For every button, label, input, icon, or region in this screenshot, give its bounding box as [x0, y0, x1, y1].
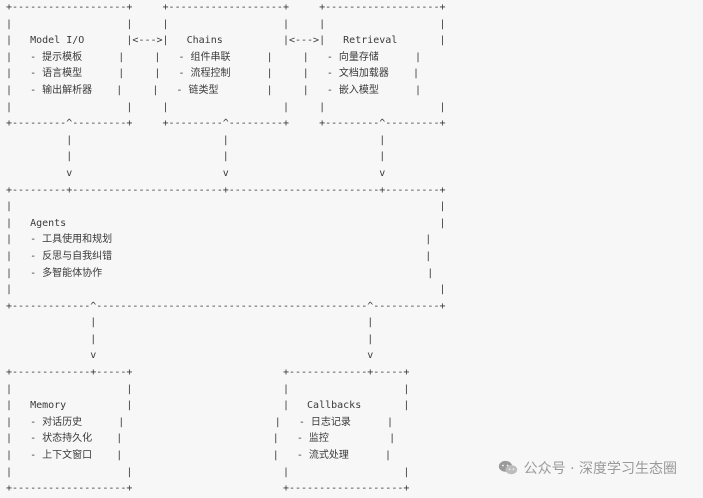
watermark: 公众号 · 深度学习生态圈 — [493, 456, 681, 480]
wechat-icon — [498, 460, 517, 475]
watermark-text: 公众号 · 深度学习生态圈 — [523, 461, 677, 477]
ascii-architecture-diagram: +-------------------+ +-----------------… — [6, 2, 446, 495]
